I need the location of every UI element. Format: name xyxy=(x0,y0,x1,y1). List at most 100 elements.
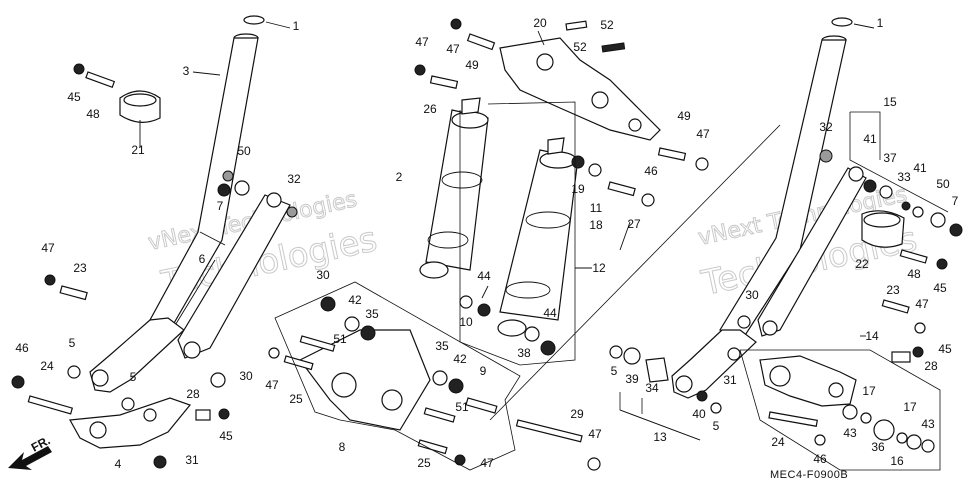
callout-37: 37 xyxy=(883,151,897,165)
callout-1: 1 xyxy=(293,19,300,33)
callout-9: 9 xyxy=(480,364,487,378)
callout-45: 45 xyxy=(219,429,233,443)
callout-31: 31 xyxy=(185,453,199,467)
snap-ring xyxy=(243,15,265,25)
callout-23: 23 xyxy=(886,283,900,297)
callout-13: 13 xyxy=(653,430,667,444)
long-bolt-29 xyxy=(515,419,583,443)
callout-19: 19 xyxy=(571,182,585,196)
callout-47: 47 xyxy=(915,297,929,311)
callout-41: 41 xyxy=(863,132,877,146)
callout-5: 5 xyxy=(69,336,76,350)
callout-20: 20 xyxy=(533,16,547,30)
center-assembly xyxy=(268,18,781,471)
callout-5: 5 xyxy=(611,364,618,378)
callout-40: 40 xyxy=(692,407,706,421)
callout-30: 30 xyxy=(745,288,759,302)
callout-21: 21 xyxy=(131,143,145,157)
right-fork-slider xyxy=(671,329,757,399)
callout-52: 52 xyxy=(573,40,587,54)
callout-47: 47 xyxy=(265,378,279,392)
callout-33: 33 xyxy=(897,170,911,184)
callout-25: 25 xyxy=(417,456,431,470)
callout-30: 30 xyxy=(239,369,253,383)
callout-31: 31 xyxy=(723,373,737,387)
callout-45: 45 xyxy=(67,90,81,104)
callout-32: 32 xyxy=(287,172,301,186)
callout-44: 44 xyxy=(477,269,491,283)
callout-41: 41 xyxy=(913,161,927,175)
callout-39: 39 xyxy=(625,372,639,386)
callout-16: 16 xyxy=(890,454,904,468)
callout-26: 26 xyxy=(423,102,437,116)
callout-50: 50 xyxy=(936,177,950,191)
callout-18: 18 xyxy=(589,218,603,232)
callout-45: 45 xyxy=(933,281,947,295)
callout-4: 4 xyxy=(115,457,122,471)
right-fork-assembly xyxy=(609,17,963,471)
callout-42: 42 xyxy=(348,293,362,307)
callout-23: 23 xyxy=(73,261,87,275)
callout-34: 34 xyxy=(645,381,659,395)
callout-35: 35 xyxy=(435,339,449,353)
front-direction-arrow: FR. xyxy=(8,433,52,470)
leader-lines xyxy=(481,30,866,441)
callout-47: 47 xyxy=(446,42,460,56)
callout-6: 6 xyxy=(199,252,206,266)
callout-5: 5 xyxy=(130,370,137,384)
callout-51: 51 xyxy=(333,332,347,346)
callout-7: 7 xyxy=(952,194,959,208)
callout-5: 5 xyxy=(713,419,720,433)
callout-8: 8 xyxy=(339,440,346,454)
callout-2: 2 xyxy=(396,170,403,184)
callout-49: 49 xyxy=(677,109,691,123)
callout-47: 47 xyxy=(588,427,602,441)
callout-38: 38 xyxy=(517,346,531,360)
callout-36: 36 xyxy=(871,440,885,454)
callout-17: 17 xyxy=(903,400,917,414)
callout-47: 47 xyxy=(415,35,429,49)
callout-17: 17 xyxy=(862,384,876,398)
diagram-code: MEC4-F0900B xyxy=(770,469,848,481)
callout-11: 11 xyxy=(590,201,603,215)
callout-43: 43 xyxy=(921,417,935,431)
callout-28: 28 xyxy=(186,387,200,401)
callout-47: 47 xyxy=(41,241,55,255)
callout-24: 24 xyxy=(771,435,785,449)
callout-42: 42 xyxy=(453,352,467,366)
callout-7: 7 xyxy=(217,199,224,213)
callout-22: 22 xyxy=(855,257,869,271)
callout-47: 47 xyxy=(480,456,494,470)
callout-27: 27 xyxy=(627,217,641,231)
callout-3: 3 xyxy=(183,64,190,78)
callout-44: 44 xyxy=(543,306,557,320)
left-fork-assembly xyxy=(11,15,298,469)
callout-14: 14 xyxy=(865,329,879,343)
callout-49: 49 xyxy=(465,58,479,72)
callout-29: 29 xyxy=(570,407,584,421)
callout-15: 15 xyxy=(883,95,897,109)
left-fork-slider xyxy=(89,317,185,393)
callout-46: 46 xyxy=(15,341,29,355)
callout-1: 1 xyxy=(877,16,884,30)
callout-28: 28 xyxy=(924,359,938,373)
callout-43: 43 xyxy=(843,426,857,440)
callout-48: 48 xyxy=(907,267,921,281)
callout-35: 35 xyxy=(365,307,379,321)
snap-ring-right xyxy=(831,17,853,27)
callout-46: 46 xyxy=(813,452,827,466)
shock-absorber-12 xyxy=(499,149,579,321)
callout-46: 46 xyxy=(644,164,658,178)
callout-12: 12 xyxy=(592,261,606,275)
callout-48: 48 xyxy=(86,107,100,121)
callout-45: 45 xyxy=(938,342,952,356)
callout-24: 24 xyxy=(40,359,54,373)
callout-50: 50 xyxy=(237,144,251,158)
callout-30: 30 xyxy=(316,268,330,282)
callout-25: 25 xyxy=(289,392,303,406)
callout-51: 51 xyxy=(455,400,469,414)
arrow-icon xyxy=(8,446,52,470)
callout-47: 47 xyxy=(696,127,710,141)
